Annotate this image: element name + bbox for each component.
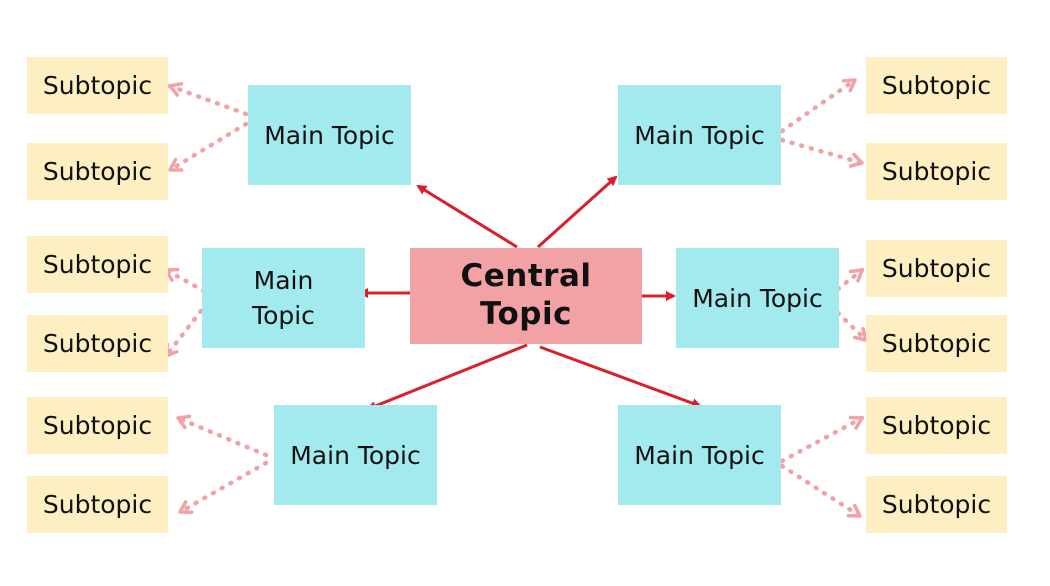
dotted-arrow-main6-sub11 [779,415,865,464]
main-topic-node-5: Main Topic [274,405,437,505]
dotted-arrow-main5-sub9 [175,414,269,458]
subtopic-node-7: Subtopic [866,240,1007,297]
subtopic-node-10: Subtopic [27,476,168,533]
central-topic-node: Central Topic [410,248,642,344]
subtopic-node-6: Subtopic [27,315,168,372]
main-topic-label: Main Topic [692,283,823,313]
main-topic-label: Main Topic [264,120,395,150]
main-topic-node-6: Main Topic [618,405,781,505]
arrow-central-to-main-2 [536,175,618,249]
subtopic-node-8: Subtopic [866,315,1007,372]
subtopic-node-11: Subtopic [866,397,1007,454]
main-topic-label: Main Topic [634,120,765,150]
arrow-central-to-main-6 [539,345,702,408]
main-topic-label: Main Topic [252,266,315,330]
subtopic-node-2: Subtopic [27,143,168,200]
subtopic-label: Subtopic [881,329,992,358]
subtopic-label: Subtopic [881,254,992,283]
dotted-arrow-main2-sub4 [779,137,865,168]
subtopic-node-1: Subtopic [27,57,168,114]
dotted-arrow-main1-sub1 [167,82,249,117]
dotted-arrow-main5-sub10 [177,460,269,515]
main-topic-node-2: Main Topic [618,85,781,185]
dotted-arrow-main3-sub6 [163,308,204,359]
dotted-arrow-main4-sub8 [835,310,869,343]
main-topic-label: Main Topic [290,440,421,470]
subtopic-node-5: Subtopic [27,236,168,293]
central-topic-label: Central Topic [460,258,592,332]
subtopic-node-4: Subtopic [866,143,1007,200]
subtopic-label: Subtopic [42,411,153,440]
subtopic-label: Subtopic [42,71,153,100]
main-topic-node-4: Main Topic [676,248,839,348]
subtopic-label: Subtopic [881,490,992,519]
arrow-central-to-main-5 [366,343,528,411]
arrow-central-to-main-1 [416,184,518,249]
subtopic-label: Subtopic [42,250,153,279]
dotted-arrow-main4-sub7 [835,267,865,292]
main-topic-node-1: Main Topic [248,85,411,185]
dotted-arrow-main6-sub12 [779,463,863,519]
subtopic-label: Subtopic [881,157,992,186]
subtopic-label: Subtopic [42,157,153,186]
dotted-arrow-main2-sub3 [779,77,858,134]
subtopic-label: Subtopic [42,329,153,358]
subtopic-node-9: Subtopic [27,397,168,454]
main-topic-label: Main Topic [634,440,765,470]
dotted-arrow-main3-sub5 [163,267,207,294]
dotted-arrow-main1-sub2 [167,121,249,173]
subtopic-label: Subtopic [881,71,992,100]
subtopic-node-3: Subtopic [866,57,1007,114]
subtopic-node-12: Subtopic [866,476,1007,533]
subtopic-label: Subtopic [881,411,992,440]
subtopic-label: Subtopic [42,490,153,519]
main-topic-node-3: Main Topic [202,248,365,348]
